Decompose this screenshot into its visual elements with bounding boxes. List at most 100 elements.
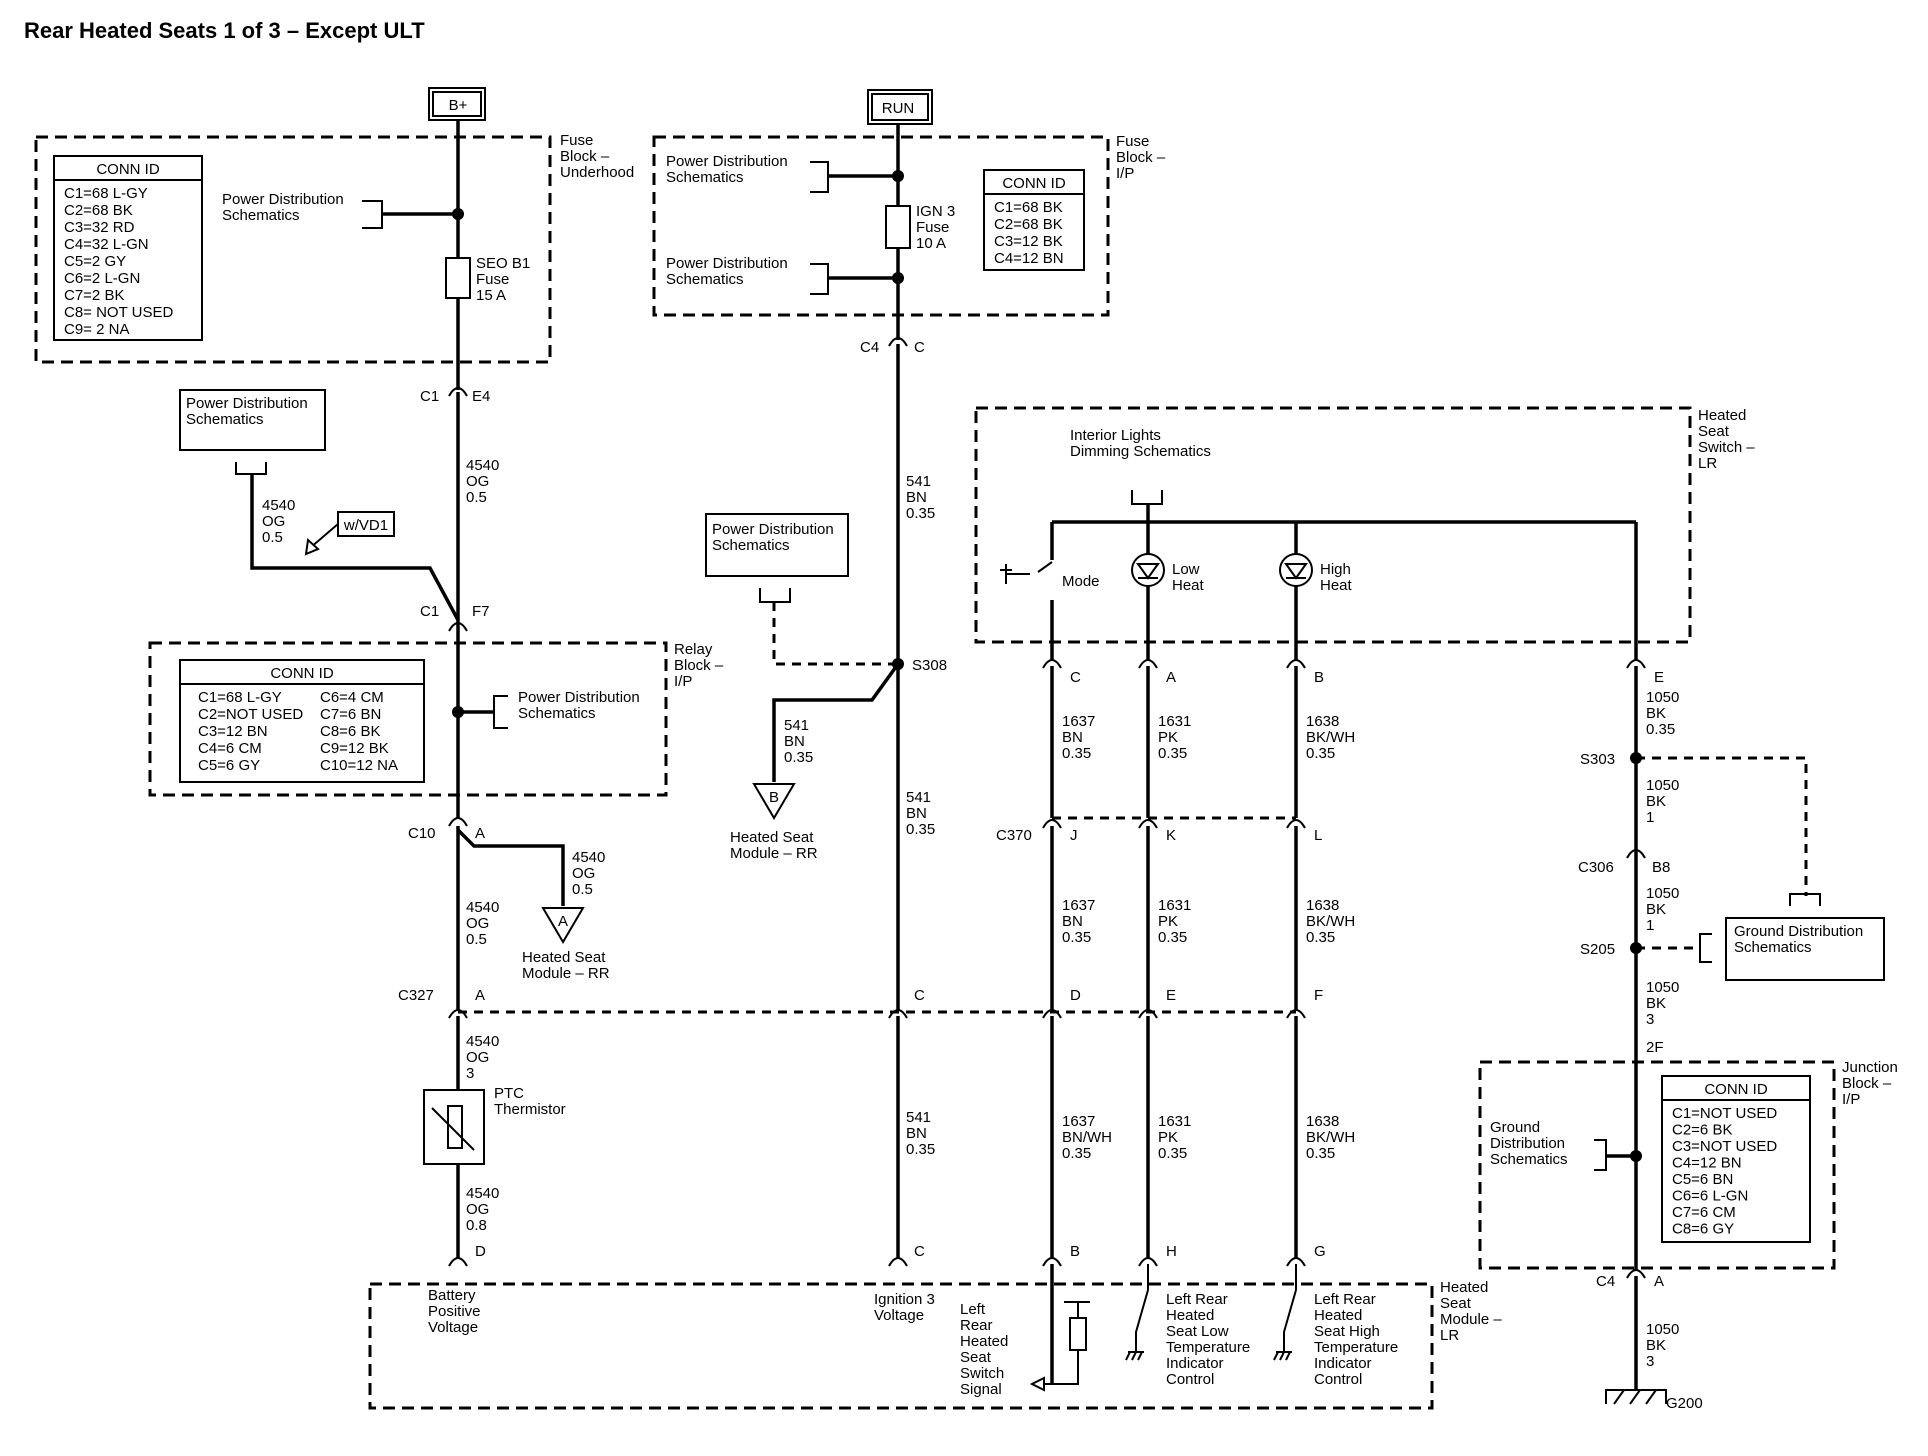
wire-label-line: 0.35 xyxy=(1158,929,1187,946)
wire-label-line: 1 xyxy=(1646,917,1654,934)
switch-block-label-line: Seat xyxy=(1698,423,1730,440)
seo-fuse-label-line: 15 A xyxy=(476,287,506,304)
connector-terminal xyxy=(888,337,908,347)
pin-label: A xyxy=(475,825,485,842)
conn-id-header: CONN ID xyxy=(1704,1081,1768,1098)
conn-id-row: C6=4 CM xyxy=(320,689,384,706)
connector-terminal xyxy=(448,622,468,632)
ptc-arrow xyxy=(431,1107,475,1151)
wire-label-line: BN xyxy=(906,1125,927,1142)
wire-label-line: BN/WH xyxy=(1062,1129,1112,1146)
wire-label-line: PK xyxy=(1158,729,1178,746)
conn-id-row: C2=NOT USED xyxy=(198,706,303,723)
junction-block-label-line: Junction xyxy=(1842,1059,1898,1076)
ref-bracket xyxy=(493,695,508,729)
power-distribution-ref-line: Power Distribution xyxy=(518,689,640,706)
wire-label-line: BN xyxy=(1062,729,1083,746)
relay-block-label-line: Block – xyxy=(674,657,724,674)
power-distribution-box xyxy=(705,513,849,577)
conn-id-header: CONN ID xyxy=(270,665,334,682)
pin-label: H xyxy=(1166,1243,1177,1260)
ref-bracket xyxy=(1699,933,1712,963)
mode-switch xyxy=(1037,561,1053,573)
relay-block-label-line: Relay xyxy=(674,641,713,658)
ground-distribution-ref-line: Schematics xyxy=(1490,1151,1568,1168)
wire-label-line: BK xyxy=(1646,995,1666,1012)
conn-id-table-relay xyxy=(179,659,425,783)
ground-distribution-ref-line: Distribution xyxy=(1490,1135,1565,1152)
wire-label-line: BK xyxy=(1646,1337,1666,1354)
conn-id-rows-line: C4=32 L-GN xyxy=(64,236,149,253)
wire-label-line: 0.35 xyxy=(1158,1145,1187,1162)
ground-distribution-ref-line: Schematics xyxy=(1734,939,1812,956)
wire-label-line: 0.35 xyxy=(1062,1145,1091,1162)
wire-label-line: BK/WH xyxy=(1306,913,1355,930)
ref-bracket xyxy=(1789,893,1821,906)
pin-label: K xyxy=(1166,827,1176,844)
conn-id-row: C1=68 L-GY xyxy=(198,689,282,706)
module-pin-label-line: Temperature xyxy=(1166,1339,1250,1356)
connector-terminal xyxy=(1042,819,1062,829)
wire xyxy=(250,474,460,621)
wire-label-line: 1638 xyxy=(1306,1113,1339,1130)
ref-bracket xyxy=(759,588,791,603)
conn-id-rows-line: C3=32 RD xyxy=(64,219,135,236)
transistor-switch xyxy=(1283,1289,1297,1352)
ign3-fuse-label-line: Fuse xyxy=(916,219,949,236)
connector-terminal xyxy=(1138,819,1158,829)
conn-id-rows-line: C2=6 BK xyxy=(1672,1122,1732,1139)
ref-bracket xyxy=(235,462,267,475)
ign3-fuse-icon xyxy=(885,205,911,249)
connector-terminal xyxy=(1286,659,1306,669)
splice-dot xyxy=(892,272,904,284)
connector-terminal xyxy=(1138,1257,1158,1267)
wire-label-line: 1050 xyxy=(1646,885,1679,902)
fuse-block-ip-label-line: I/P xyxy=(1116,165,1134,182)
relay-block-label-line: I/P xyxy=(674,673,692,690)
ground-distribution-box xyxy=(1725,917,1885,981)
run-label: RUN xyxy=(882,100,915,117)
wire-label-line: 4540 xyxy=(466,899,499,916)
wire-label-line: 1631 xyxy=(1158,897,1191,914)
connector-terminal xyxy=(888,1257,908,1267)
dashed-wire xyxy=(1636,756,1808,896)
pin-label: 2F xyxy=(1646,1039,1664,1056)
page-title: Rear Heated Seats 1 of 3 – Except ULT xyxy=(24,18,425,43)
wire-label-line: 0.35 xyxy=(1062,745,1091,762)
connector-terminal xyxy=(1138,659,1158,669)
module-pin-label-line: Voltage xyxy=(428,1319,478,1336)
conn-id-row: C4=6 CM xyxy=(198,740,262,757)
wire-label-line: BN xyxy=(784,733,805,750)
pin-label: C xyxy=(914,339,925,356)
module-pin-label-line: Left xyxy=(960,1301,986,1318)
wire-label-line: OG xyxy=(572,865,595,882)
wire-label-line: 3 xyxy=(466,1065,474,1082)
ref-bracket xyxy=(1131,490,1163,505)
splice-dot xyxy=(892,170,904,182)
wire-label-line: BK xyxy=(1646,793,1666,810)
connector-terminal xyxy=(1626,849,1646,859)
module-pin-label-line: Control xyxy=(1166,1371,1214,1388)
offpage-label: B xyxy=(769,789,779,806)
pin-label: C xyxy=(914,987,925,1004)
pin-label: F xyxy=(1314,987,1323,1004)
wire-label-line: OG xyxy=(466,473,489,490)
wire-label-line: PK xyxy=(1158,1129,1178,1146)
ign3-fuse-label-line: IGN 3 xyxy=(916,203,955,220)
ptc-label-line: Thermistor xyxy=(494,1101,566,1118)
